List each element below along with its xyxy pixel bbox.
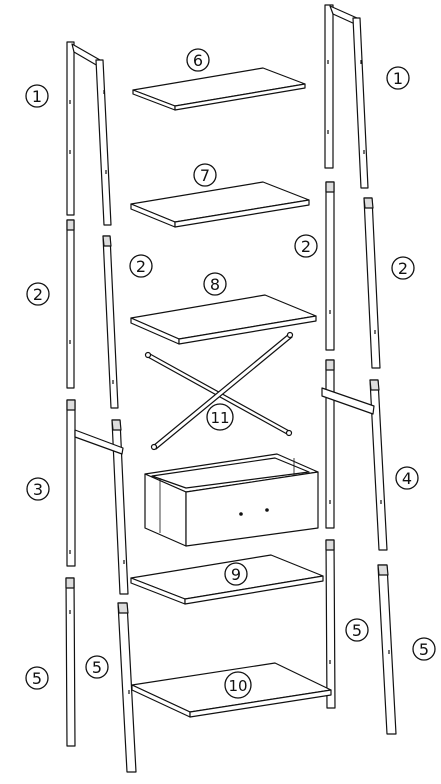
callout-4: 4 <box>395 466 419 490</box>
callout-5-b-text: 5 <box>92 658 102 677</box>
callout-1-left: 1 <box>25 84 49 108</box>
callout-2-b-text: 2 <box>136 257 146 276</box>
callout-2-a-text: 2 <box>33 285 43 304</box>
callout-6: 6 <box>186 48 210 72</box>
callout-9: 9 <box>224 562 248 586</box>
callout-5-d: 5 <box>412 637 436 661</box>
callout-7: 7 <box>193 163 217 187</box>
part-1-right-frame <box>324 4 369 189</box>
part-3-left-frame-with-bar <box>66 399 129 595</box>
callout-2-c: 2 <box>294 234 318 258</box>
callout-8: 8 <box>203 272 227 296</box>
callout-9-text: 9 <box>231 565 241 584</box>
callout-2-b: 2 <box>129 254 153 278</box>
callout-5-d-text: 5 <box>419 640 429 659</box>
callout-5-c: 5 <box>345 618 369 642</box>
part-2-right-tube-a <box>325 181 335 351</box>
callout-4-text: 4 <box>402 469 412 488</box>
callout-11-text: 11 <box>210 409 229 427</box>
part-5-left-leg-b <box>117 602 137 773</box>
callout-11: 11 <box>206 403 234 431</box>
callout-3: 3 <box>26 477 50 501</box>
callout-8-text: 8 <box>210 275 220 294</box>
callout-labels: 1 1 2 2 2 2 3 4 <box>25 48 436 699</box>
part-2-right-tube-b <box>363 197 381 369</box>
callout-5-a: 5 <box>25 666 49 690</box>
callout-3-text: 3 <box>33 480 43 499</box>
part-5-right-leg-a <box>325 539 336 709</box>
shelf-8 <box>130 294 317 345</box>
part-11-cross-braces <box>144 331 294 451</box>
part-1-left-frame <box>66 41 112 226</box>
callout-10-text: 10 <box>228 677 247 695</box>
callout-2-c-text: 2 <box>301 237 311 256</box>
callout-10: 10 <box>224 671 252 699</box>
part-2-left-tube-b <box>102 235 119 409</box>
shelf-7 <box>130 181 310 228</box>
callout-5-b: 5 <box>85 655 109 679</box>
part-2-left-tube-a <box>66 219 75 389</box>
callout-1-left-text: 1 <box>32 87 42 106</box>
callout-7-text: 7 <box>200 166 210 185</box>
callout-5-c-text: 5 <box>352 621 362 640</box>
callout-5-a-text: 5 <box>32 669 42 688</box>
part-5-left-leg-a <box>65 577 76 747</box>
callout-2-d-text: 2 <box>398 259 408 278</box>
fabric-bin <box>144 453 319 547</box>
shelf-6 <box>132 67 306 111</box>
callout-1-right-text: 1 <box>393 69 403 88</box>
callout-2-d: 2 <box>391 256 415 280</box>
part-4-right-frame-with-bar <box>321 359 388 551</box>
callout-2-a: 2 <box>26 282 50 306</box>
callout-6-text: 6 <box>193 51 203 70</box>
callout-1-right: 1 <box>386 66 410 90</box>
part-5-right-leg-b <box>377 564 397 735</box>
